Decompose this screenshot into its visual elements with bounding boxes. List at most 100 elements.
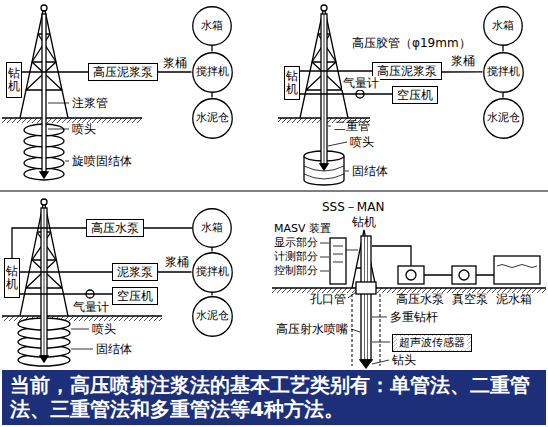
equipment-box: 高压水泵 <box>86 219 144 237</box>
connector <box>502 93 503 98</box>
multi-pipe-rig <box>494 256 540 284</box>
tank-outline <box>192 52 232 92</box>
part-label: 钻头 <box>392 353 416 367</box>
equipment-box: 空压机 <box>392 86 438 104</box>
tank-outline <box>193 209 232 248</box>
connector <box>158 71 192 72</box>
part-label: 高压水泵 <box>396 292 444 306</box>
single-pipe-rig <box>2 5 142 180</box>
connector <box>300 93 392 94</box>
double-pipe-rig <box>321 14 327 164</box>
node-text: 高压泥浆泵 <box>93 65 153 79</box>
triple-pipe-rig <box>71 329 93 349</box>
connector <box>20 293 112 294</box>
multi-pipe-rig <box>333 246 358 262</box>
edge-label: 气量计 <box>342 76 380 90</box>
tank-outline <box>483 98 523 138</box>
tank-circle: 搅拌机 <box>483 52 524 93</box>
multi-pipe-rig <box>459 270 469 280</box>
edge-label: 浆桶 <box>450 54 476 68</box>
connector <box>12 228 86 258</box>
part-label: 显示部分 <box>274 236 318 250</box>
multi-pipe-rig <box>320 243 329 271</box>
connector <box>502 46 503 52</box>
tank-circle: 水泥仓 <box>483 98 524 139</box>
node-text: 钻机 <box>6 265 18 291</box>
node-text: 水泥仓 <box>487 111 520 125</box>
node-text: 搅拌机 <box>196 265 229 279</box>
tank-outline <box>192 252 232 292</box>
node-text: 水箱 <box>492 19 514 33</box>
part-label: 孔口管 <box>310 292 346 306</box>
tank-circle: 水箱 <box>192 6 232 46</box>
rig-box: 钻机 <box>6 62 22 98</box>
tank-circle: 水箱 <box>483 6 523 46</box>
part-label: 喷头 <box>92 322 116 336</box>
node-text: 泥浆泵 <box>117 265 153 279</box>
connector <box>211 93 212 98</box>
part-label: 钻机 <box>352 215 376 229</box>
node-text: 高压水泵 <box>91 221 139 235</box>
part-label: 喷头 <box>72 122 96 136</box>
tank-circle: 搅拌机 <box>192 52 233 93</box>
multi-pipe-rig <box>272 287 546 288</box>
part-label: 喷头 <box>350 135 374 149</box>
part-label: SSS－MAN <box>322 200 384 214</box>
multi-pipe-rig <box>365 236 368 360</box>
tank-circle: 水泥仓 <box>192 98 233 139</box>
connector <box>22 71 88 72</box>
single-pipe-rig <box>2 117 142 118</box>
tank-outline <box>483 52 523 92</box>
part-label: 固结体 <box>96 342 132 356</box>
multi-pipe-rig <box>330 238 346 284</box>
triple-pipe-rig <box>41 199 47 205</box>
connector <box>300 70 372 71</box>
multi-pipe-rig <box>398 266 424 284</box>
multi-pipe-rig <box>272 230 546 368</box>
equipment-box: 高压泥浆泵 <box>372 62 442 80</box>
multi-pipe-rig <box>497 265 537 268</box>
part-label: 真空泵 <box>452 292 488 306</box>
part-label: MASV 装置 <box>274 222 331 236</box>
part-label: 高压胶管（φ19mm） <box>352 36 471 50</box>
single-pipe-rig <box>40 172 48 178</box>
equipment-box: 泥浆泵 <box>112 263 158 281</box>
tank-circle: 水泥仓 <box>192 296 233 337</box>
node-text: 超声波传感器 <box>397 336 467 350</box>
connector <box>211 293 212 296</box>
tank-outline <box>193 7 232 46</box>
multi-pipe-rig <box>351 317 390 364</box>
single-pipe-rig <box>41 5 47 11</box>
node-text: 钻机 <box>286 70 298 96</box>
tank-outline <box>484 7 523 46</box>
node-text: 空压机 <box>117 289 153 303</box>
node-text: 空压机 <box>397 88 433 102</box>
single-pipe-rig <box>42 14 46 172</box>
tank-outline <box>192 296 232 336</box>
node-text: 高压泥浆泵 <box>377 64 437 78</box>
tank-circle: 水箱 <box>192 208 232 248</box>
connector <box>442 71 483 72</box>
multi-pipe-rig <box>452 266 476 284</box>
edge-label: 气量计 <box>72 300 110 314</box>
triple-pipe-rig <box>2 199 162 366</box>
divider <box>0 191 548 192</box>
node-text: 搅拌机 <box>487 65 520 79</box>
equipment-box: 高压泥浆泵 <box>88 63 158 81</box>
multi-pipe-rig <box>361 236 371 360</box>
connector <box>211 248 212 252</box>
multi-pipe-rig <box>360 360 372 368</box>
connector <box>211 46 212 52</box>
part-label: 多重钻杆 <box>390 310 438 324</box>
multi-pipe-rig <box>406 270 416 280</box>
double-pipe-rig <box>324 14 325 164</box>
triple-pipe-rig <box>2 315 162 316</box>
rig-box: 钻机 <box>284 66 300 100</box>
part-label: 旋喷固结体 <box>72 154 132 168</box>
multi-pipe-rig <box>348 292 356 298</box>
triple-pipe-rig <box>44 208 45 356</box>
node-text: 水泥仓 <box>196 111 229 125</box>
connector <box>20 271 112 272</box>
sensor-box: 超声波传感器 <box>392 334 472 352</box>
